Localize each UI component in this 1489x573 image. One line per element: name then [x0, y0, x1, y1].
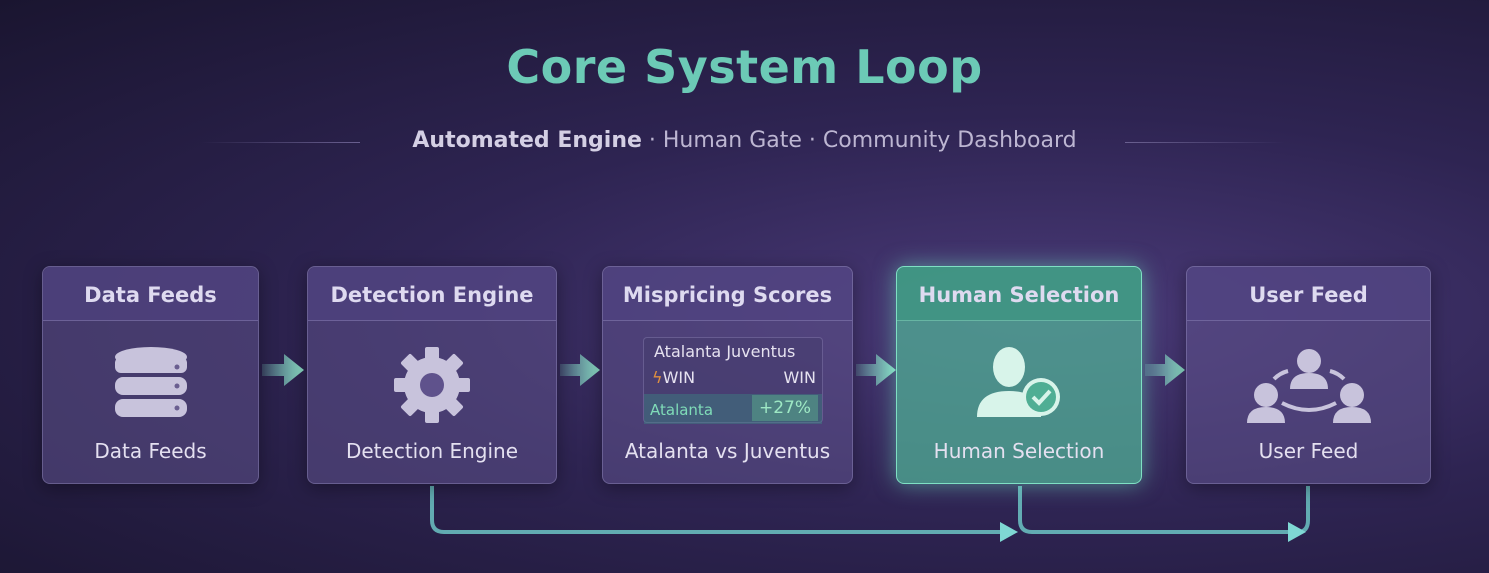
divider — [200, 142, 360, 143]
team-home: Atalanta — [654, 342, 722, 361]
arrow-head — [1000, 522, 1018, 542]
loop-line — [1018, 486, 1294, 534]
database-icon — [114, 347, 187, 417]
team-away: Juventus — [726, 342, 796, 361]
node-label: Atalanta vs Juventus — [624, 439, 831, 463]
node-header: Human Selection — [897, 267, 1141, 321]
node-mispricing-scores[interactable]: Mispricing Scores Atalanta Juventus ϟWIN… — [602, 266, 853, 484]
arrow-right — [560, 354, 600, 386]
node-header: Detection Engine — [308, 267, 556, 321]
arrow-head — [1288, 522, 1306, 542]
user-check-icon — [977, 347, 1060, 417]
node-label: Data Feeds — [94, 439, 207, 463]
node-header: User Feed — [1187, 267, 1430, 321]
pick-team: Atalanta — [650, 401, 714, 419]
win-away: WIN — [783, 368, 816, 387]
gear-icon — [394, 347, 470, 423]
separator: · — [801, 128, 823, 153]
node-label: Human Selection — [933, 439, 1105, 463]
arrow-right — [262, 354, 304, 386]
page-title: Core System Loop — [506, 40, 983, 94]
node-label: User Feed — [1258, 439, 1359, 463]
lightning-icon: ϟ — [652, 368, 663, 387]
arrow-right — [1145, 354, 1185, 386]
community-icon — [1246, 349, 1371, 423]
node-header: Data Feeds — [43, 267, 258, 321]
arrow-right — [856, 354, 896, 386]
win-home: WIN — [662, 368, 696, 387]
loop-line — [430, 486, 1004, 534]
node-user-feed[interactable]: User Feed User Feed — [1186, 266, 1431, 484]
subtitle-community: Community Dashboard — [822, 128, 1077, 153]
node-label: Detection Engine — [345, 439, 519, 463]
node-human-selection[interactable]: Human Selection Human Selection — [896, 266, 1142, 484]
node-data-feeds[interactable]: Data Feeds Data Feeds — [42, 266, 259, 484]
node-header: Mispricing Scores — [603, 267, 852, 321]
subtitle-human: Human Gate — [662, 128, 802, 153]
separator: · — [641, 128, 663, 153]
node-detection-engine[interactable]: Detection Engine Detection Engine — [307, 266, 557, 484]
flow-arrows — [262, 354, 1185, 386]
subtitle-automated: Automated Engine — [412, 128, 642, 153]
subtitle: Automated Engine · Human Gate · Communit… — [0, 128, 1489, 153]
edge-value: +27% — [752, 395, 818, 421]
loop-line — [1297, 486, 1310, 534]
